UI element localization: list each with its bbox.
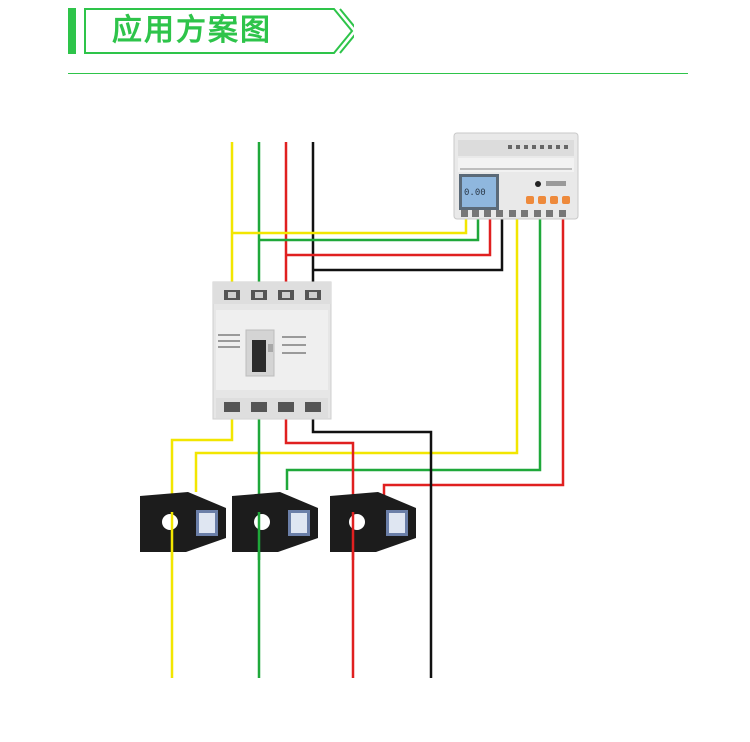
- page-title: 应用方案图: [112, 13, 272, 48]
- wire-green-ct-signal: [285, 218, 542, 490]
- through-wires: [170, 512, 355, 560]
- wire-green-vtap: [259, 218, 480, 242]
- circuit-breaker-icon: [212, 281, 332, 420]
- wire-red-vtap: [286, 218, 492, 257]
- wire-black-out: [311, 408, 433, 678]
- ct-icon-2: [232, 492, 318, 552]
- wire-yellow-ct-signal: [194, 218, 519, 492]
- title-frame: [84, 8, 354, 54]
- wire-yellow-vtap: [232, 218, 468, 235]
- ct-icon-3: [330, 492, 416, 552]
- ct-icon-1: [140, 492, 226, 552]
- header: 应用方案图: [0, 0, 750, 80]
- title-accent-bar: [68, 8, 76, 54]
- wire-black-vtap: [313, 218, 504, 272]
- energy-meter-icon: 0.00: [453, 132, 579, 220]
- wires: [170, 142, 565, 678]
- wire-red-out: [284, 408, 355, 678]
- svg-text:0.00: 0.00: [464, 188, 486, 198]
- header-divider: [68, 73, 688, 74]
- wire-red-ct-signal: [382, 218, 565, 495]
